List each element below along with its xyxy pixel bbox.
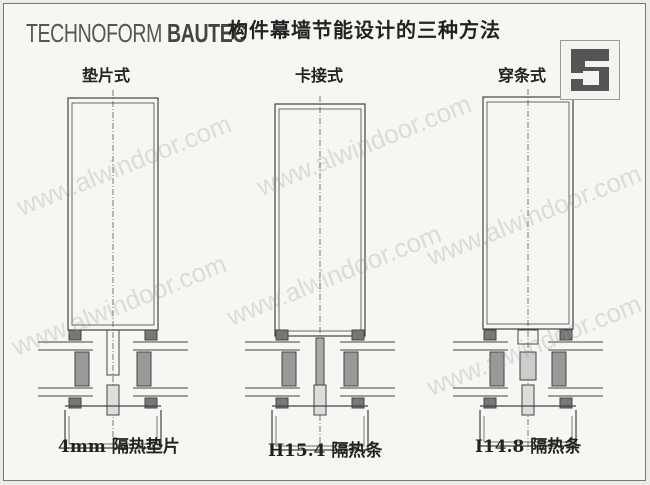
insulating-spacer [74,351,90,387]
gasket-bottom [351,397,365,409]
gasket-bottom [559,397,573,409]
gasket-top [275,329,289,341]
cover-cap-inner [275,416,365,447]
cover-cap-inner [483,416,573,443]
insulating-spacer [551,351,567,387]
gasket-top [144,329,158,341]
diagram-title: 构件幕墙节能设计的三种方法 [228,18,501,42]
gasket-top [559,329,573,341]
gasket-bottom [275,397,289,409]
method-caption-2: H15.4 隔热条 [268,441,383,461]
company-logo-icon [560,40,620,100]
brand-logo-text: TECHNOFORM BAUTEC [26,18,246,49]
gasket-top [351,329,365,341]
insulating-spacer [343,351,359,387]
cover-cap [271,410,369,451]
gasket-bottom [483,397,497,409]
method-caption-1: 4mm 隔热垫片 [58,437,180,457]
insulating-spacer [136,351,152,387]
gasket-bottom [144,397,158,409]
method-label-1: 垫片式 [82,66,131,85]
insulating-spacer [281,351,297,387]
bolt [106,384,120,416]
method-label-3: 穿条式 [498,66,547,85]
thermal-strip-i [517,329,539,345]
cover-cap-inner [68,416,158,445]
insulating-spacer [489,351,505,387]
thermal-strip-i-body [519,351,537,381]
bolt [313,384,327,416]
method-label-2: 卡接式 [295,66,344,85]
method-caption-3: I14.8 隔热条 [475,437,582,457]
gasket-bottom [68,397,82,409]
bolt [521,384,535,416]
thermal-pad [106,329,120,376]
brand-light: TECHNOFORM [26,18,168,48]
gasket-top [483,329,497,341]
cover-cap [64,410,162,449]
cover-cap [479,410,577,447]
brand-bold: BAUTEC [167,18,247,48]
gasket-top [68,329,82,341]
